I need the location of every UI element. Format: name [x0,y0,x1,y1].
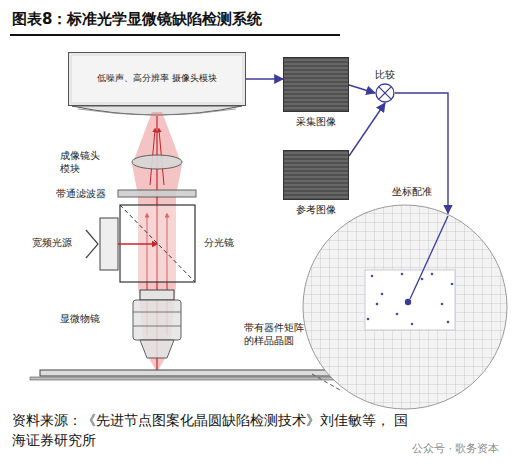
reference-image: 参考图像 [283,150,349,216]
part-label: 显微物镜 [60,313,108,326]
flow-arrow [349,85,375,93]
captured-image: 采集图像 [283,57,349,128]
part-label: 成像镜头 模块 [60,150,104,175]
figure-title: 图表8：标准光学显微镜缺陷检测系统 [12,10,262,29]
node-label: 采集图像 [283,115,349,128]
flow-arrow [349,103,385,156]
flow-arrow [246,78,283,79]
compare-node: 比较 [375,68,395,103]
image-thumbnail [283,57,349,112]
part-label: 分光镜 [204,237,244,250]
wafer-map: 坐标配准 [302,204,508,410]
part-label: 带有器件矩阵 的样品晶圆 [244,322,308,347]
title-rule [10,34,340,36]
light-source [100,218,118,270]
camera-module-box: 低噪声、高分辨率 摄像头模块 [68,52,246,106]
imaging-lens [132,155,182,169]
node-label: 参考图像 [283,203,349,216]
wafer-zoom [302,204,508,410]
node-label: 坐标配准 [390,185,434,198]
source-caption: 资料来源：《先进节点图案化晶圆缺陷检测技术》刘佳敏等， 国海证券研究所 [12,410,412,450]
compare-symbol [375,83,395,103]
part-label: 宽频光源 [32,237,80,250]
watermark: 公众号 · 歌务资本 [412,442,522,456]
image-thumbnail [283,150,349,200]
box-text: 低噪声、高分辨率 摄像头模块 [97,73,217,85]
bandpass-filter [118,190,196,197]
part-label: 带通滤波器 [56,188,112,201]
microscope-objective [133,290,181,358]
node-label: 比较 [369,68,401,81]
sample-wafer [40,370,350,376]
